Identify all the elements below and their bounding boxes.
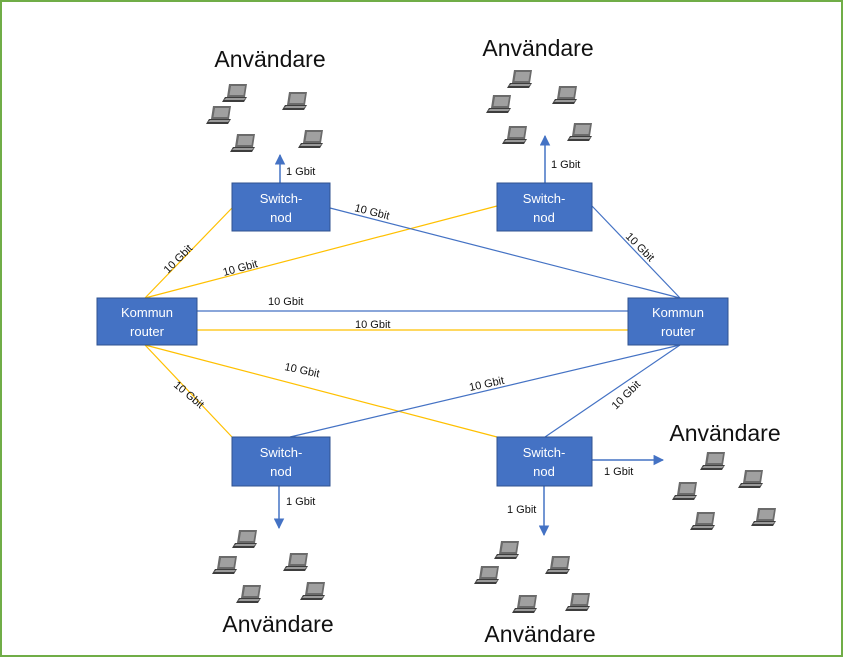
router-label-line2: router [661,324,696,339]
router-label-line1: Kommun [121,305,173,320]
user-group-top-right: Användare [482,35,594,144]
user-group-label: Användare [669,420,780,446]
link-label: 1 Gbit [604,466,633,478]
link-switch-tr-right-router [591,205,681,299]
access-arrows [273,134,665,537]
switch-label-line2: nod [270,210,292,225]
switch-label-line1: Switch- [260,191,303,206]
switch-label-line2: nod [533,210,555,225]
switch-label-line1: Switch- [523,445,566,460]
link-left-router-switch-bl [144,344,233,438]
switch-label-line2: nod [270,464,292,479]
user-group-label: Användare [222,611,333,637]
link-label: 10 Gbit [268,296,303,308]
link-label: 1 Gbit [551,159,580,171]
router-label-line2: router [130,324,165,339]
switch-label-line1: Switch- [260,445,303,460]
link-left-router-switch-tr [144,205,498,299]
switch-label-line2: nod [533,464,555,479]
user-group-label: Användare [482,35,593,61]
switch-top-right: Switch- nod [496,182,593,232]
switch-bottom-right: Switch- nod [496,436,593,487]
switch-label-line1: Switch- [523,191,566,206]
switch-bottom-left: Switch- nod [231,436,331,487]
user-group-label: Användare [214,46,325,72]
router-label-line1: Kommun [652,305,704,320]
link-label: 1 Gbit [286,166,315,178]
link-left-router-switch-br [144,344,498,438]
link-left-router-switch-tl [144,207,233,299]
link-switch-tl-right-router [329,207,681,299]
user-group-top-left: Användare [206,46,326,152]
link-switch-bl-right-router [289,344,681,438]
router-right: Kommun router [627,297,729,346]
user-group-right: Användare [669,420,781,530]
router-left: Kommun router [96,297,198,346]
user-group-bottom-left: Användare [212,530,334,637]
link-label: 10 Gbit [355,319,390,331]
connections [144,205,681,438]
link-switch-br-right-router [544,344,681,438]
user-group-bottom-center: Användare [474,541,596,647]
link-label: 1 Gbit [286,496,315,508]
link-label: 1 Gbit [507,504,536,516]
user-group-label: Användare [484,621,595,647]
switch-top-left: Switch- nod [231,182,331,232]
